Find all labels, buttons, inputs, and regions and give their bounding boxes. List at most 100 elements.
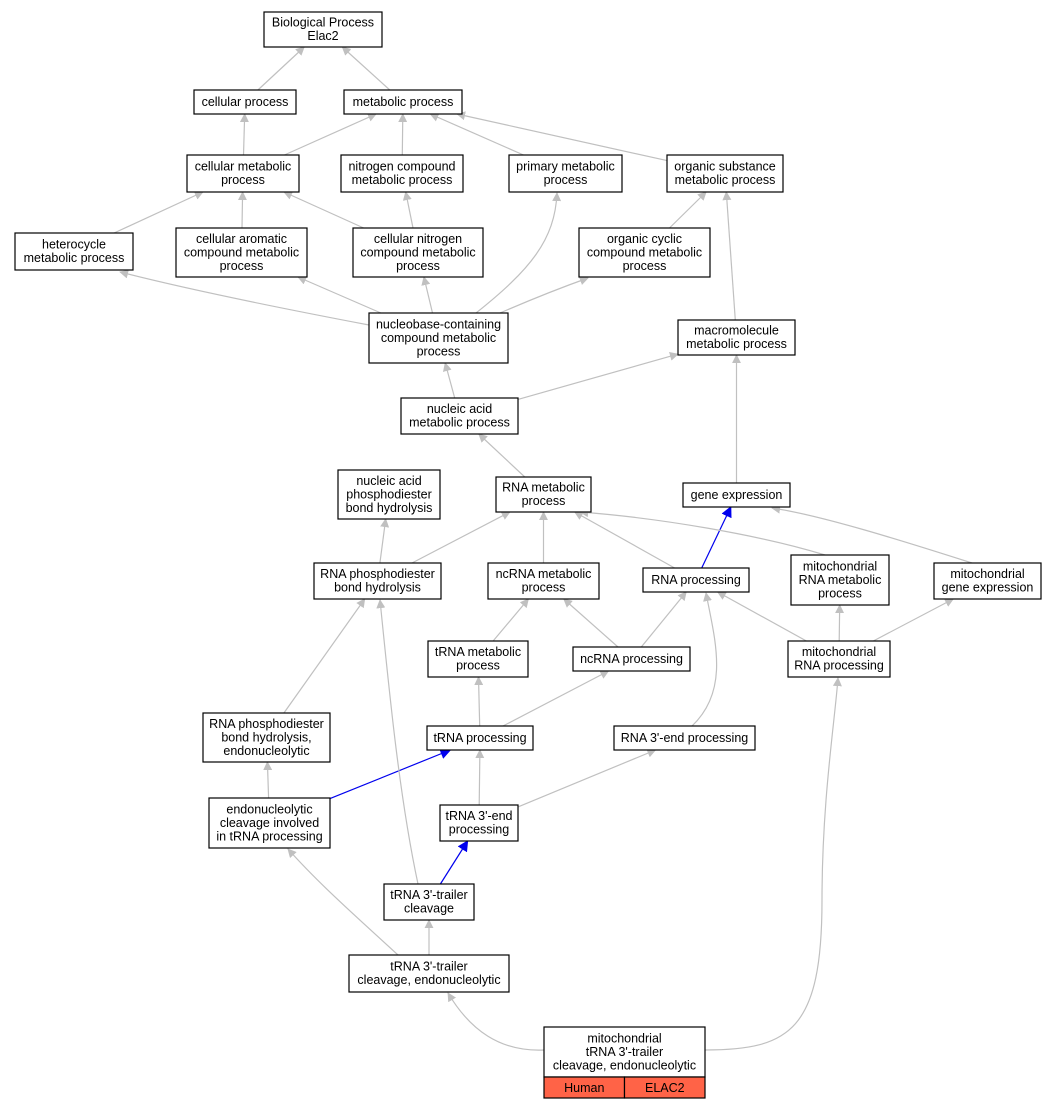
node-label-line: cleavage, endonucleolytic xyxy=(357,973,500,987)
node-box xyxy=(14,232,134,271)
node-label-line: cellular process xyxy=(202,95,289,109)
node-label-line: process xyxy=(522,581,566,595)
edge-nucleic-acid-met-to-nucleobase xyxy=(442,362,456,399)
node-box xyxy=(175,227,308,278)
go-term-node-cellular-process[interactable]: cellular process xyxy=(193,89,297,115)
go-term-node-ncrna-processing[interactable]: ncRNA processing xyxy=(572,646,691,672)
edge-metabolic-process-to-bp xyxy=(341,46,391,91)
species-label: Human xyxy=(564,1081,604,1095)
gene-label: ELAC2 xyxy=(645,1081,685,1095)
node-box xyxy=(578,227,711,278)
node-label-line: RNA 3'-end processing xyxy=(621,731,749,745)
node-label-line: tRNA metabolic xyxy=(435,645,521,659)
node-box xyxy=(263,11,383,48)
node-label-line: cleavage involved xyxy=(220,816,319,830)
node-box xyxy=(439,804,519,842)
go-term-node-gene-expression[interactable]: gene expression xyxy=(682,482,791,508)
node-label-line: RNA processing xyxy=(651,573,741,587)
node-box xyxy=(208,797,331,849)
node-box xyxy=(186,154,300,193)
edge-nucleic-acid-met-to-macromolecule xyxy=(517,351,679,400)
edge-mito-rna-metabolic-to-rna-metabolic xyxy=(579,508,826,556)
node-label-line: gene expression xyxy=(942,581,1034,595)
node-label-line: process xyxy=(417,344,461,358)
node-label-line: phosphodiester xyxy=(346,487,431,501)
node-label-line: primary metabolic xyxy=(516,160,615,174)
edge-trna-3end-processing-to-rna-3end-processing xyxy=(517,748,657,808)
node-label-line: tRNA 3'-trailer xyxy=(390,888,467,902)
edge-mito-rna-processing-to-mito-gene-expression xyxy=(873,598,954,642)
edge-organic-cyclic-to-organic-substance xyxy=(669,191,707,229)
node-label-line: process xyxy=(220,259,264,273)
node-label-line: in tRNA processing xyxy=(216,829,322,843)
node-label-line: tRNA 3'-trailer xyxy=(390,960,467,974)
edge-trna-3trailer-endo-to-endo-cleavage-trna xyxy=(287,848,399,956)
edge-mito-trna-3trailer-to-trna-3trailer-endo xyxy=(447,992,545,1051)
edge-endo-cleavage-trna-to-rna-phospho-endo xyxy=(263,761,273,799)
edge-nucleobase-to-cellular-nitrogen xyxy=(421,276,434,314)
edge-endo-cleavage-trna-to-trna-processing xyxy=(329,748,452,800)
node-label-line: process xyxy=(456,659,500,673)
edge-rna-processing-to-gene-expression xyxy=(701,506,732,569)
node-label-line: heterocycle xyxy=(42,238,106,252)
node-label-line: Biological Process xyxy=(272,16,374,30)
go-term-node-rna-3end-processing[interactable]: RNA 3'-end processing xyxy=(613,725,756,751)
go-term-node-metabolic-process[interactable]: metabolic process xyxy=(343,89,463,115)
edge-organic-substance-to-metabolic-process xyxy=(456,111,668,162)
node-label-line: ncRNA metabolic xyxy=(496,567,592,581)
node-label-line: metabolic process xyxy=(352,173,453,187)
node-label-line: ncRNA processing xyxy=(580,652,683,666)
edge-heterocycle-to-cellular-metabolic xyxy=(113,191,204,234)
node-label-line: process xyxy=(522,494,566,508)
node-label-line: nitrogen compound xyxy=(348,160,455,174)
go-term-node-trna-processing[interactable]: tRNA processing xyxy=(426,725,534,751)
node-label-line: RNA metabolic xyxy=(799,573,882,587)
node-label-line: cellular metabolic xyxy=(195,160,292,174)
node-box xyxy=(613,725,756,751)
node-label-line: macromolecule xyxy=(694,324,779,338)
node-box xyxy=(495,476,592,513)
edge-cellular-aromatic-to-cellular-metabolic xyxy=(237,191,247,229)
node-label-line: endonucleolytic xyxy=(223,744,309,758)
node-label-line: bond hydrolysis xyxy=(346,501,433,515)
node-label-line: tRNA 3'-trailer xyxy=(586,1045,663,1059)
node-label-line: nucleic acid xyxy=(356,474,421,488)
go-term-node-rna-processing[interactable]: RNA processing xyxy=(642,567,750,593)
node-label-line: cleavage xyxy=(404,902,454,916)
node-label-line: compound metabolic xyxy=(184,245,299,259)
node-box xyxy=(202,712,331,763)
node-label-line: metabolic process xyxy=(675,173,776,187)
node-box xyxy=(383,883,475,921)
edge-ncrna-processing-to-rna-processing xyxy=(640,591,687,648)
edge-trna-processing-to-ncrna-processing xyxy=(502,670,610,727)
edge-rna-phospho-endo-to-rna-phosphodiester xyxy=(283,598,366,714)
node-label-line: RNA processing xyxy=(794,659,884,673)
node-label-line: metabolic process xyxy=(409,416,510,430)
